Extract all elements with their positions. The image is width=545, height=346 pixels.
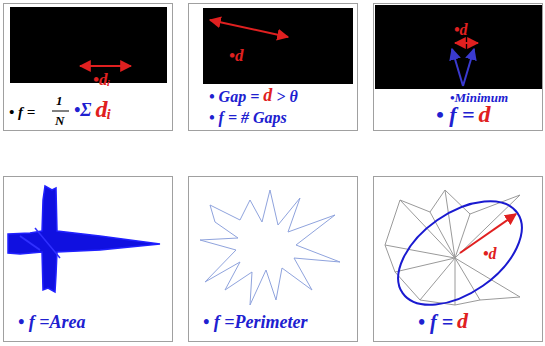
feature-panel: • f =Area — [3, 176, 173, 342]
feature-text: •d — [454, 21, 468, 39]
fitted-ellipse — [380, 180, 541, 326]
feature-panel: •d • f =d — [373, 176, 543, 342]
pointer-line — [463, 49, 474, 86]
shape-perimeter — [200, 190, 340, 305]
black-image — [10, 7, 167, 83]
feature-text: 1 — [56, 94, 63, 108]
feature-text: d — [457, 309, 468, 333]
pointer-line — [452, 49, 463, 86]
fraction-bar — [52, 111, 69, 112]
feature-text: • f = # Gaps — [209, 109, 287, 127]
distance-arrow — [80, 65, 131, 67]
shape-detail — [35, 228, 60, 258]
feature-text: • f = — [418, 311, 453, 333]
feature-text: d — [263, 86, 272, 106]
black-image — [203, 8, 353, 84]
feature-panel: • f =Perimeter — [188, 176, 358, 342]
shape-detail — [20, 236, 40, 250]
feature-text: d — [479, 101, 491, 127]
feature-panel: •dᵢ • f = 1N •Σdᵢ — [3, 3, 173, 131]
feature-text: •d — [229, 47, 243, 66]
distance-arrow — [455, 42, 478, 44]
feature-panel: •d•Minimum• f =d — [373, 3, 543, 131]
feature-text: > θ — [276, 88, 297, 106]
black-image — [375, 5, 543, 89]
feature-text: • f =Perimeter — [203, 313, 308, 333]
feature-text: • f = — [9, 104, 35, 121]
feature-text: • f = — [436, 103, 475, 127]
feature-text: dᵢ — [95, 96, 111, 122]
shape-outline — [385, 190, 520, 305]
feature-text: • Gap = — [209, 88, 259, 106]
feature-text: • f =Area — [18, 313, 86, 333]
feature-text: •dᵢ — [93, 71, 110, 90]
feature-text: •d — [483, 245, 497, 263]
shape-area — [8, 186, 160, 292]
feature-text: •Σ — [74, 101, 91, 121]
feature-panel: •d • Gap =d> θ • f = # Gaps — [188, 3, 358, 131]
gap-arrow — [210, 20, 288, 37]
feature-text: N — [55, 114, 64, 128]
